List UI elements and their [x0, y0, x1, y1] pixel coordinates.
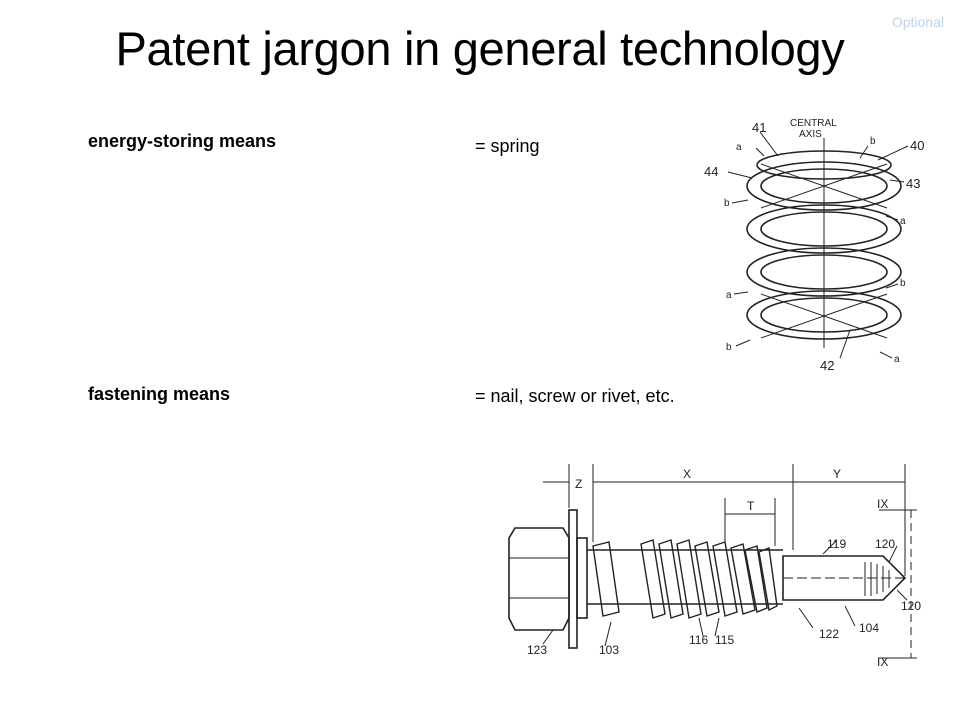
label-116: 116 — [689, 633, 708, 647]
label-a: a — [736, 142, 742, 153]
meaning-fastener: = nail, screw or rivet, etc. — [475, 386, 675, 406]
label-43: 43 — [906, 176, 920, 191]
label-122: 122 — [819, 627, 839, 641]
label-b: b — [900, 278, 906, 289]
label-b: b — [724, 198, 730, 209]
label-120-bottom: 120 — [901, 599, 921, 613]
slide-title: Patent jargon in general technology — [115, 22, 845, 75]
label-ix-bottom: IX — [877, 655, 888, 669]
spring-patent-drawing: CENTRAL AXIS 41 40 44 43 42 a b b a a b … — [700, 108, 945, 374]
label-103: 103 — [599, 643, 619, 657]
label-44: 44 — [704, 164, 718, 179]
label-104: 104 — [859, 621, 879, 635]
screw-patent-drawing: Z X Y T IX IX 119 120 120 123 103 116 11… — [493, 458, 923, 680]
label-120-top: 120 — [875, 537, 895, 551]
label-a: a — [894, 354, 900, 365]
label-123: 123 — [527, 643, 547, 657]
label-b: b — [726, 342, 732, 353]
label-y: Y — [833, 467, 841, 481]
label-x: X — [683, 467, 691, 481]
label-z: Z — [575, 477, 582, 491]
meaning-spring: = spring — [475, 136, 540, 156]
label-a: a — [900, 216, 906, 227]
label-42: 42 — [820, 358, 834, 373]
term-energy-storing: energy-storing means — [88, 131, 277, 151]
label-a: a — [726, 290, 732, 301]
label-ix-top: IX — [877, 497, 888, 511]
optional-tag: Optional — [891, 14, 944, 30]
label-t: T — [747, 499, 755, 513]
label-115: 115 — [715, 633, 734, 647]
label-119: 119 — [827, 537, 846, 551]
label-41: 41 — [752, 120, 766, 135]
label-axis: AXIS — [799, 129, 822, 140]
label-b: b — [870, 136, 876, 147]
label-central: CENTRAL — [790, 118, 837, 129]
label-40: 40 — [910, 138, 924, 153]
term-fastening: fastening means — [88, 384, 231, 404]
